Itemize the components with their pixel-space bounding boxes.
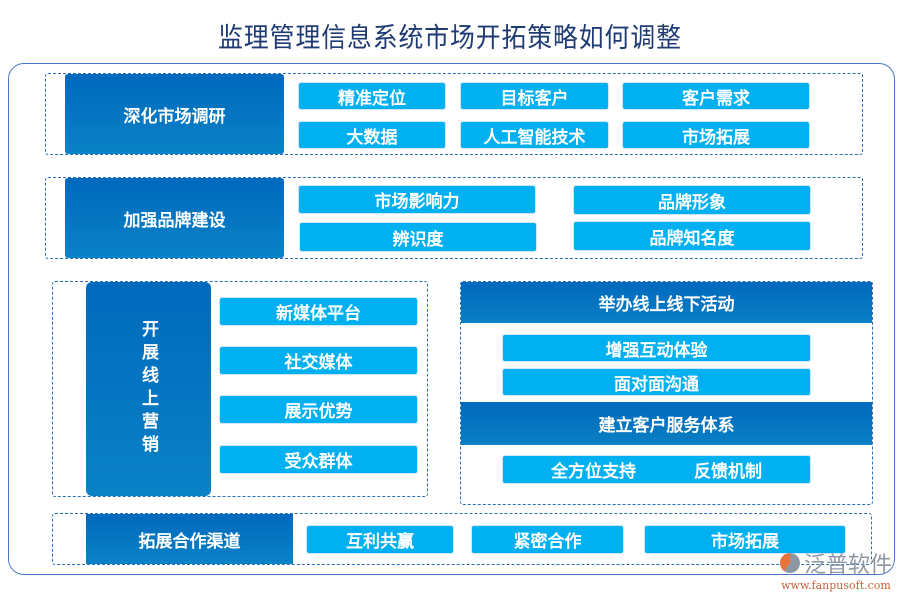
watermark: 泛普软件 www.fanpusoft.com (779, 547, 892, 592)
pill-close-cooperation: 紧密合作 (472, 526, 623, 553)
partnership-heading: 拓展合作渠道 (86, 514, 293, 564)
pill-target-customers: 目标客户 (461, 83, 608, 109)
online-marketing-section (52, 281, 428, 497)
pill-new-media-platform: 新媒体平台 (220, 298, 417, 325)
fanpu-logo-icon (779, 553, 800, 573)
pill-social-media: 社交媒体 (220, 347, 417, 374)
brand-building-section (45, 177, 863, 259)
pill-interactive-experience: 增强互动体验 (503, 335, 810, 361)
watermark-url: www.fanpusoft.com (781, 579, 891, 592)
pill-mutual-benefit: 互利共赢 (307, 526, 453, 553)
market-research-section (45, 73, 863, 155)
pill-brand-awareness: 品牌知名度 (574, 222, 810, 250)
partnership-section (52, 513, 872, 565)
pill-customer-needs: 客户需求 (623, 83, 809, 109)
pill-market-influence: 市场影响力 (299, 186, 535, 213)
customer-service-heading: 建立客户服务体系 (461, 402, 872, 445)
watermark-brand: 泛普软件 (779, 547, 892, 579)
customer-service-pill: 全方位支持 反馈机制 (503, 456, 810, 483)
pill-brand-image: 品牌形象 (574, 186, 810, 214)
pill-show-advantages: 展示优势 (220, 396, 417, 423)
pill-full-support: 全方位支持 (551, 462, 636, 482)
pill-recognizability: 辨识度 (300, 223, 536, 251)
events-heading: 举办线上线下活动 (461, 282, 872, 323)
online-marketing-heading: 开展线上营销 (86, 282, 211, 496)
pill-market-expansion-2: 市场拓展 (645, 526, 845, 553)
pill-big-data: 大数据 (299, 122, 445, 148)
pill-market-expansion: 市场拓展 (623, 122, 809, 148)
market-research-heading: 深化市场调研 (65, 74, 284, 154)
events-service-section (460, 281, 873, 505)
pill-face-to-face: 面对面沟通 (503, 369, 810, 395)
pill-precise-positioning: 精准定位 (299, 83, 445, 109)
pill-audience-groups: 受众群体 (220, 446, 417, 473)
pill-ai-technology: 人工智能技术 (461, 122, 608, 148)
pill-feedback-mechanism: 反馈机制 (694, 462, 762, 482)
brand-building-heading: 加强品牌建设 (65, 178, 284, 258)
page-title: 监理管理信息系统市场开拓策略如何调整 (218, 23, 682, 54)
outer-frame (8, 63, 895, 575)
